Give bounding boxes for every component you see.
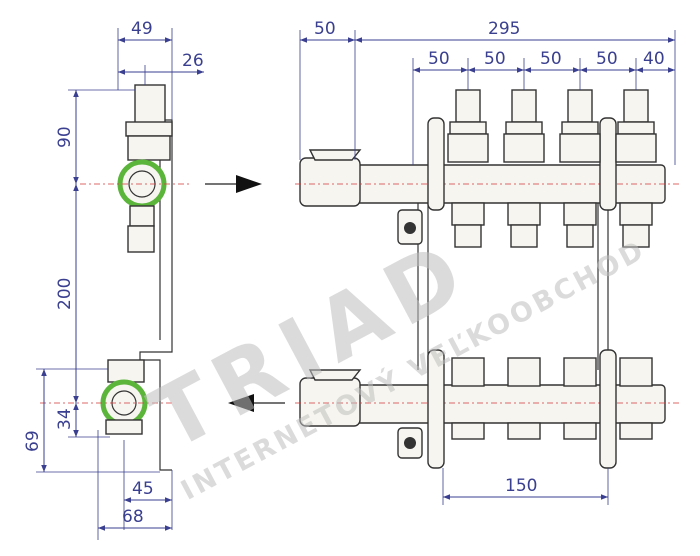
dim-front-left: 50 <box>314 19 336 39</box>
dim-26: 26 <box>182 51 204 71</box>
dim-69: 69 <box>23 430 43 452</box>
lower-bracket-right <box>599 349 617 469</box>
flow-arrows <box>205 175 285 412</box>
dim-spacing-1: 50 <box>428 49 450 69</box>
upper-valve-3 <box>559 89 601 248</box>
lower-valve-handle <box>308 369 362 381</box>
upper-bracket-right <box>599 117 617 211</box>
lower-outlet-1 <box>451 357 485 440</box>
dim-45: 45 <box>132 479 154 499</box>
dim-front-total: 295 <box>488 19 520 39</box>
upper-valve-4 <box>615 89 657 248</box>
side-upper-outlet <box>129 205 155 227</box>
dim-front-bracket: 150 <box>505 476 537 496</box>
dim-spacing-3: 50 <box>540 49 562 69</box>
upper-valve-1 <box>447 89 489 248</box>
dim-200: 200 <box>55 278 75 310</box>
side-lower-outlet <box>105 419 143 435</box>
dim-spacing-4: 50 <box>596 49 618 69</box>
upper-vent-knob <box>404 222 416 234</box>
side-view: 49 26 90 200 34 69 45 68 <box>23 19 204 540</box>
upper-ball-valve <box>299 157 361 207</box>
upper-valve-2 <box>503 89 545 248</box>
lower-outlet-2 <box>507 357 541 440</box>
dim-68: 68 <box>122 507 144 527</box>
upper-bracket-left <box>427 117 445 211</box>
side-upper-fitting <box>127 225 155 253</box>
lower-outlet-3 <box>563 357 597 440</box>
upper-valve-handle <box>308 149 362 161</box>
dim-spacing-2: 50 <box>484 49 506 69</box>
side-lower-body <box>107 359 145 383</box>
dim-49: 49 <box>131 19 153 39</box>
side-nut <box>125 121 173 137</box>
flow-out-arrow-icon <box>228 394 254 412</box>
lower-vent-knob <box>404 437 416 449</box>
lower-bracket-left <box>427 349 445 469</box>
dim-34: 34 <box>55 408 75 430</box>
dim-90: 90 <box>55 126 75 148</box>
dim-front-end: 40 <box>643 49 665 69</box>
side-cap <box>127 135 171 161</box>
lower-outlet-4 <box>619 357 653 440</box>
side-actuator <box>134 84 166 126</box>
front-view: 50 295 50 50 50 50 40 150 <box>295 19 680 505</box>
flow-in-arrow-icon <box>236 175 262 193</box>
